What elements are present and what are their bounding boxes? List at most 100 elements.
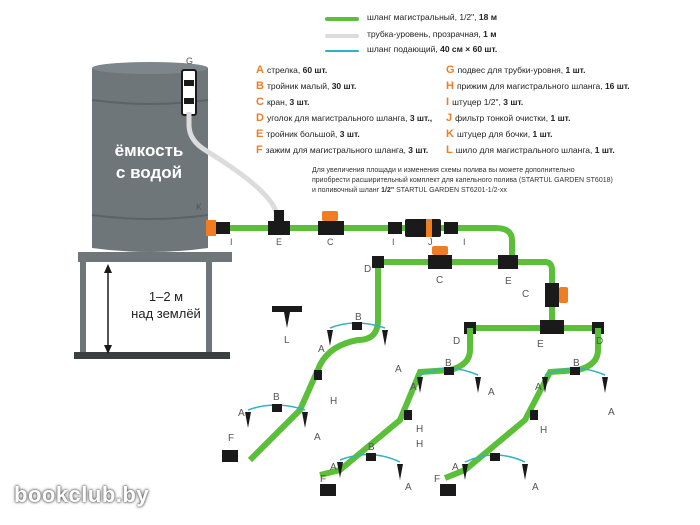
label-a: A [314,432,321,443]
legend-qty: 1 м [483,29,497,39]
main-line [206,210,515,265]
tee-large [498,255,518,269]
valve-handle [432,246,448,255]
branch-labels: D C E C D E D B A A H B A A F B A A H B … [228,264,615,493]
stand-leg-right [206,262,212,354]
label-a: A [452,462,459,473]
label-k: K [196,202,202,212]
watermark: bookclub.by [14,482,150,507]
legend-text: шланг подающий, [367,44,441,54]
label-i: I [230,237,233,247]
main-hose [247,262,381,463]
valve-body [318,221,344,235]
stand [74,252,232,359]
hose-clamp [314,370,322,380]
label-h: H [416,439,423,450]
main-hose [443,328,601,481]
label-h: H [416,424,423,435]
legend-qty: 18 м [478,12,498,22]
note-line: приобрести расширительный комплект для к… [312,177,613,184]
label-b: B [273,392,280,403]
arrow-down-icon [104,345,112,354]
barrel-fitting [206,220,216,236]
tee-small [366,453,376,461]
tank-label-line2: с водой [115,163,183,182]
label-d: D [596,336,603,347]
label-i: I [463,237,466,247]
dripper-stake [475,377,481,393]
label-h: H [330,396,337,407]
dripper-stake [245,412,251,428]
legend-text: шланг магистральный, 1/2", [367,12,479,22]
dripper-stake [302,412,308,428]
label-l: L [284,335,290,346]
label-b: B [355,312,362,323]
feed-hoses [245,322,608,480]
tee-small [444,367,454,375]
awl: L [272,306,302,346]
expansion-note: Для увеличения площади и изменения схемы… [312,166,700,196]
label-c: C [522,289,529,300]
tee-small [490,453,500,461]
label-e: E [276,237,282,247]
dripper-stake [602,377,608,393]
legend-qty: 40 см × 60 шт. [440,44,498,54]
tank-label-line1: ёмкость [114,141,184,160]
height-label: 1–2 м над землёй [116,288,216,322]
label-a: A [608,407,615,418]
end-clamp [440,484,456,496]
tee-small [352,322,362,330]
note-line: и поливочный шланг [312,187,382,194]
branch-network [222,246,604,496]
label-a: A [410,382,417,393]
dripper-stake [417,377,423,393]
feed-hose-swatch [325,50,359,52]
level-tube [186,112,279,213]
tee-large-stem [274,210,284,222]
arrow-up-icon [104,264,112,273]
label-e: E [537,339,544,350]
label-g: G [186,56,193,66]
main-hose [378,259,555,320]
tee-small [570,367,580,375]
tee-large [540,320,564,334]
dripper-stake [522,464,528,480]
label-a: A [395,364,402,375]
main-hose-swatch [325,17,359,21]
label-b: B [368,442,375,453]
connector [388,222,402,234]
label-e: E [505,276,512,287]
label-b: B [573,358,580,369]
hose-clamp [404,410,412,420]
main-hose [319,328,473,478]
water-tank [91,62,279,252]
filter [405,219,441,237]
note-line: Для увеличения площади и изменения схемы… [312,167,575,174]
awl-handle [272,306,302,312]
end-clamp [222,450,238,462]
corner-fitting [372,256,384,268]
main-labels: I E C I J I K G [186,56,466,247]
tank-body [92,64,208,252]
label-a: A [532,482,539,493]
awl-tip [284,312,290,328]
note-bold: 1/2" [381,187,395,194]
hose-clamp [530,410,538,420]
label-a: A [535,382,542,393]
label-f: F [434,474,440,485]
dripper-stake [382,330,388,346]
valve-handle [322,211,338,221]
stand-leg-left [80,262,86,354]
fitting [216,222,230,234]
height-label-line1: 1–2 м [148,289,184,304]
label-h: H [540,425,547,436]
label-a: A [405,482,412,493]
height-label-line2: над землёй [131,306,201,321]
